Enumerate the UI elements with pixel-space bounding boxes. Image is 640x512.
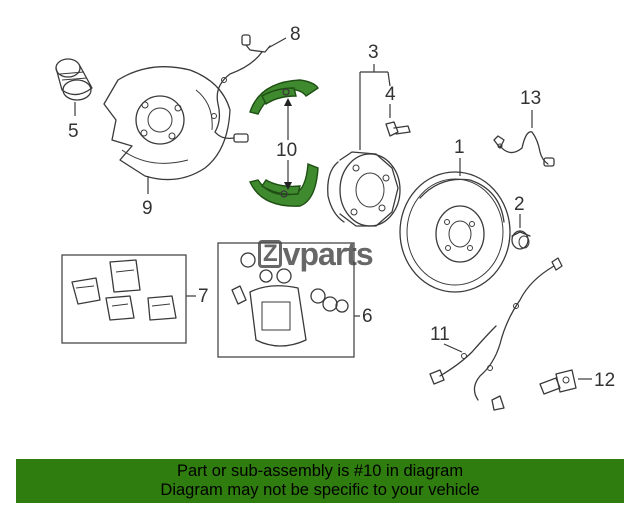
- hub-nut-part-2[interactable]: [511, 230, 531, 250]
- callout-9[interactable]: 9: [142, 198, 153, 219]
- brake-pad-kit-part-7[interactable]: [61, 254, 187, 344]
- callout-7[interactable]: 7: [198, 286, 209, 307]
- info-banner: Part or sub-assembly is #10 in diagram D…: [16, 459, 624, 503]
- speed-sensor-part-12[interactable]: [539, 369, 577, 395]
- callout-6[interactable]: 6: [362, 306, 373, 327]
- parking-brake-shoe-lower-part-10[interactable]: [249, 162, 319, 207]
- callout-1[interactable]: 1: [454, 137, 465, 158]
- hub-bolt-part-4[interactable]: [385, 121, 411, 137]
- callout-2[interactable]: 2: [514, 194, 525, 215]
- banner-line-part-number: Part or sub-assembly is #10 in diagram: [176, 462, 464, 480]
- callout-10[interactable]: 10: [276, 140, 297, 161]
- hub-bearing-part-3[interactable]: [327, 151, 401, 227]
- callout-3[interactable]: 3: [368, 42, 379, 63]
- callout-5[interactable]: 5: [68, 121, 79, 142]
- banner-line-disclaimer: Diagram may not be specific to your vehi…: [160, 481, 480, 499]
- dust-cover-cap-part-5[interactable]: [55, 58, 93, 101]
- backing-plate-part-9[interactable]: [103, 66, 231, 181]
- parking-brake-shoe-upper-part-10[interactable]: [249, 79, 319, 115]
- brake-cable-part-8[interactable]: [211, 34, 271, 143]
- brake-disc-part-1[interactable]: [399, 171, 511, 293]
- caliper-kit-part-6[interactable]: [217, 242, 355, 358]
- brake-hose-part-13[interactable]: [493, 131, 555, 167]
- abs-sensor-wire-part-11[interactable]: [429, 257, 563, 411]
- callout-11[interactable]: 11: [430, 324, 450, 345]
- brake-parts-diagram: 5 9 8 10: [55, 24, 615, 411]
- callout-8[interactable]: 8: [290, 24, 301, 45]
- callout-4[interactable]: 4: [385, 84, 396, 105]
- callout-13[interactable]: 13: [520, 88, 541, 109]
- callout-12[interactable]: 12: [594, 370, 615, 391]
